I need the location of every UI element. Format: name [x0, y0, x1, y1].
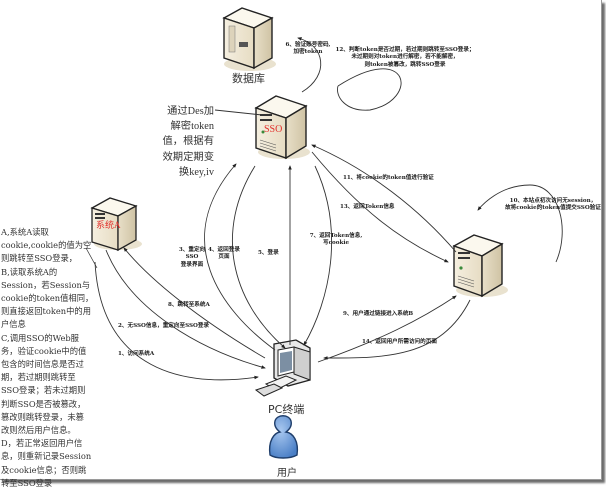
- arrow-step-9: [317, 295, 457, 363]
- database-label: 数据库: [232, 72, 265, 85]
- step-label-1: 1、访问系统A: [118, 351, 155, 357]
- sso-note-line: 解密token: [170, 121, 214, 133]
- sso-note-line: 通过Des加: [167, 106, 214, 117]
- arrow-step-6: [297, 37, 322, 93]
- step-label-2: 2、无SSO信息，重定向至SSO登录: [118, 323, 210, 329]
- database-server-icon: [222, 7, 276, 71]
- user-label: 用户: [277, 468, 297, 479]
- step-label-8: 8、跳转至系统A: [168, 302, 210, 308]
- user-icon: [268, 415, 299, 459]
- step-label-9: 9、用户通过链接进入系统B: [343, 311, 414, 317]
- arrow-step-4: [231, 165, 286, 349]
- arrow-step-12: [337, 68, 402, 111]
- pc-terminal-icon: [254, 339, 311, 397]
- step-label-10: 10、本站点初次访问无session，故将cookie的token值提交SSO验…: [505, 198, 601, 212]
- arrow-step-2: [105, 249, 266, 369]
- step-label-14: 14、返回用户所需访问的页面: [362, 339, 437, 345]
- step-label-12: 12、判断token是否过期，若过期则跳转至SSO登录；未过期则对token进行…: [335, 47, 475, 68]
- system-b-server-icon: [452, 234, 508, 298]
- pc-terminal-label: PC终端: [268, 403, 305, 416]
- arrow-step-14: [323, 299, 471, 360]
- system-a-server-label: 系统A: [96, 220, 121, 230]
- arrow-step-10: [477, 184, 563, 263]
- step-label-6: 6、验证账号密码,加密token: [285, 42, 331, 56]
- sso-note: 通过Des加 解密token 值，根据有 效期定期变 换key,iv: [148, 104, 214, 180]
- step-label-5: 5、登录: [258, 250, 279, 256]
- sso-note-line: 值，根据有: [162, 136, 214, 148]
- sso-note-line: 换key,iv: [178, 166, 214, 178]
- step-label-7: 7、返回Token信息,写cookie: [309, 233, 363, 247]
- step-label-4: 4、返回登录页面: [208, 247, 240, 261]
- arrow-step-11: [311, 144, 457, 253]
- step-label-13: 13、返回Token信息: [340, 204, 395, 210]
- note-connector-line: [214, 109, 263, 116]
- system-a-logic-note: A,系统A读取 cookie,cookie的值为空 则跳转至SSO登录， B,读…: [1, 227, 94, 488]
- sso-server-icon: [254, 95, 310, 160]
- arrow-step-7: [303, 165, 332, 346]
- step-label-11: 11、将cookie的token值进行验证: [343, 175, 434, 181]
- arrow-step-1: [94, 261, 259, 381]
- system-a-server-icon: [90, 197, 142, 252]
- arrow-step-13: [311, 151, 449, 263]
- arrow-step-3: [204, 163, 276, 351]
- sso-note-line: 效期定期变: [162, 151, 214, 163]
- arrow-step-8: [123, 247, 266, 359]
- sso-server-label: SSO: [264, 124, 283, 135]
